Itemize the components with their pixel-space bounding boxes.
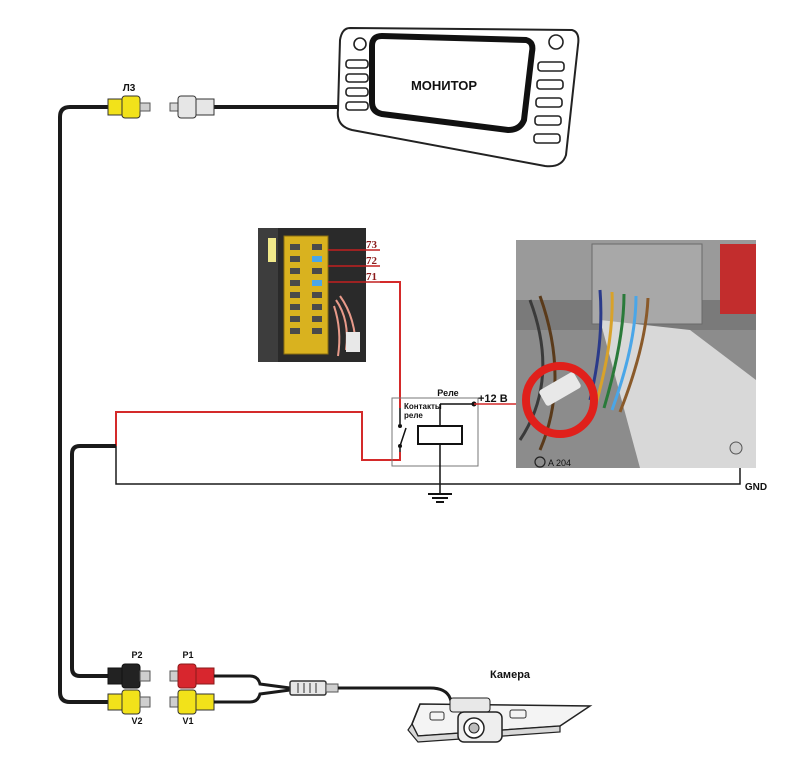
v2-label: V2: [131, 716, 142, 726]
monitor-right-buttons: [533, 34, 565, 144]
plus12v-label: +12 В: [478, 393, 508, 405]
connector-photo: A 204: [516, 240, 756, 468]
fuse-to-relay-wire: [380, 281, 401, 408]
fuse-71-label: 71: [366, 271, 377, 283]
p1-to-splitter-wire: [214, 674, 291, 690]
monitor-unit: МОНИТОР: [336, 26, 580, 168]
p2-label: P2: [131, 650, 142, 660]
gnd-wire: [115, 446, 741, 485]
relay-ground-symbol: [428, 493, 452, 503]
l3-label: Л3: [123, 83, 136, 94]
camera-power-wire: [70, 444, 116, 678]
rca-v2-yellow: [107, 689, 151, 715]
rca-l3-yellow: [107, 95, 151, 119]
monitor-label: МОНИТОР: [411, 78, 477, 93]
video-wire: [58, 105, 108, 704]
relay-contacts-label-2: реле: [404, 411, 423, 420]
v1-label: V1: [182, 716, 193, 726]
gnd-label: GND: [745, 482, 767, 493]
rca-p1-red: [169, 663, 215, 689]
rca-p2-black: [107, 663, 151, 689]
connector-photo-caption: A 204: [548, 458, 571, 468]
fuse-box-photo: [258, 228, 366, 362]
relay-to-camera-power-wire: [115, 411, 401, 461]
v1-to-splitter-wire: [214, 688, 291, 704]
camera-label: Камера: [490, 669, 531, 681]
p1-label: P1: [182, 650, 193, 660]
fuse-73-label: 73: [366, 239, 378, 251]
fuse-72-label: 72: [366, 255, 378, 267]
cable-splitter: [289, 680, 339, 696]
rca-v1-yellow: [169, 689, 215, 715]
rear-camera: [407, 697, 593, 743]
relay-contacts-label: Контакты: [404, 402, 442, 411]
rca-l3-white: [169, 95, 215, 119]
relay-unit: Реле Контакты реле: [391, 388, 479, 494]
camera-cable: [338, 686, 456, 711]
relay-label: Реле: [437, 388, 458, 398]
monitor-left-buttons: [345, 37, 369, 111]
